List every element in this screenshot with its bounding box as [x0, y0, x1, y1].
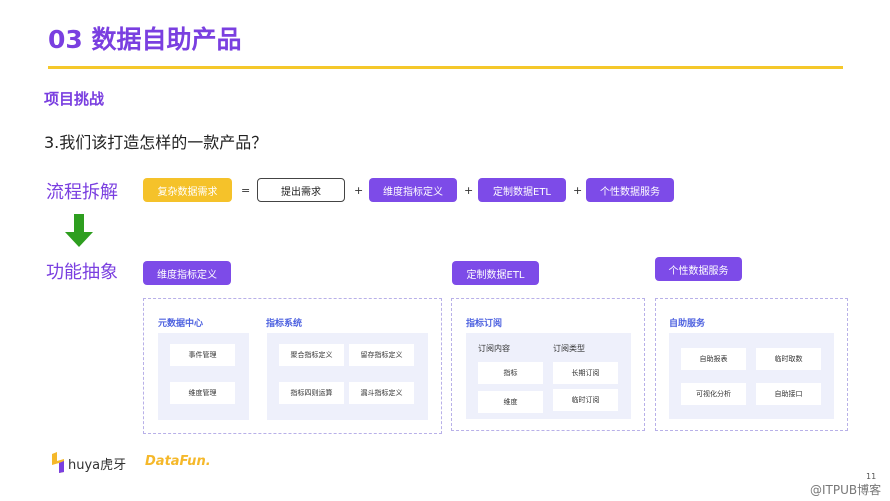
equals-op: =	[241, 184, 251, 197]
metric-group-box	[143, 298, 442, 434]
list-item: 可视化分析	[681, 383, 746, 405]
flow-item-etl: 定制数据ETL	[478, 178, 566, 202]
column-header: 订阅类型	[553, 344, 585, 353]
plus-op: +	[573, 184, 583, 197]
arrow-down-icon	[65, 214, 93, 247]
list-item: 临时取数	[756, 348, 821, 370]
etl-group-box	[451, 298, 645, 431]
list-item: 漏斗指标定义	[349, 382, 414, 404]
title-divider	[48, 66, 843, 69]
section-title: 指标系统	[266, 319, 303, 329]
question-text: 3.我们该打造怎样的一款产品？	[44, 133, 268, 152]
list-item: 维度管理	[170, 382, 235, 404]
group-header-service: 个性数据服务	[655, 257, 742, 281]
watermark: @ITPUB博客	[810, 483, 882, 497]
list-item: 长期订阅	[553, 362, 618, 384]
section-title: 元数据中心	[158, 319, 204, 329]
column-header: 订阅内容	[478, 344, 510, 353]
flow-item-service: 个性数据服务	[586, 178, 674, 202]
flow-item-submit: 提出需求	[257, 178, 345, 202]
list-item: 维度	[478, 391, 543, 413]
list-item: 指标	[478, 362, 543, 384]
page-title: 03 数据自助产品	[48, 25, 242, 54]
list-item: 自助接口	[756, 383, 821, 405]
list-item: 临时订阅	[553, 389, 618, 411]
list-item: 聚合指标定义	[279, 344, 344, 366]
datafun-logo: DataFun.	[145, 454, 211, 469]
section-subtitle: 项目挑战	[44, 90, 105, 108]
flow-label: 流程拆解	[46, 182, 118, 203]
list-item: 指标四则运算	[279, 382, 344, 404]
flow-item-complex-demand: 复杂数据需求	[143, 178, 232, 202]
section-title: 自助服务	[669, 319, 706, 329]
group-header-metric: 维度指标定义	[143, 261, 231, 285]
page-number: 11	[866, 472, 877, 481]
group-header-etl: 定制数据ETL	[452, 261, 539, 285]
plus-op: +	[354, 184, 364, 197]
abstract-label: 功能抽象	[46, 262, 118, 283]
huya-logo-icon	[52, 452, 64, 473]
section-title: 指标订阅	[466, 319, 503, 329]
huya-logo-text: huya虎牙	[68, 458, 127, 473]
flow-item-metric-def: 维度指标定义	[369, 178, 457, 202]
list-item: 留存指标定义	[349, 344, 414, 366]
service-group-box	[655, 298, 848, 431]
list-item: 事件管理	[170, 344, 235, 366]
plus-op: +	[464, 184, 474, 197]
self-service-panel	[669, 333, 834, 419]
list-item: 自助报表	[681, 348, 746, 370]
